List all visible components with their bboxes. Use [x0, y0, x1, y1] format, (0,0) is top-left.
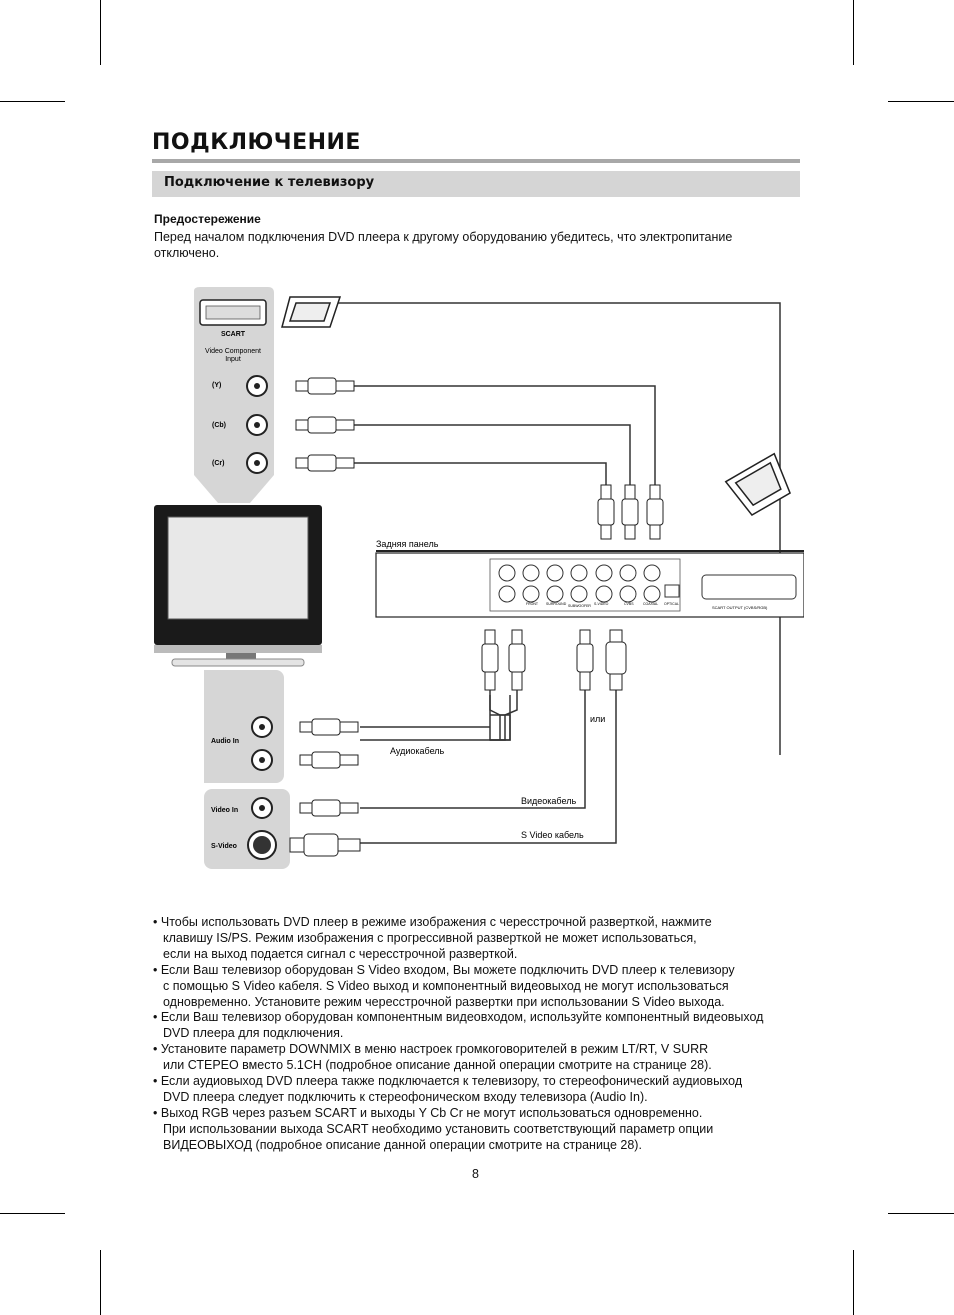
cvbs-label: CVBS — [624, 602, 634, 606]
scart-plug-right — [724, 452, 791, 517]
optical-label: OPTICAL — [664, 602, 679, 606]
rca-jack-audio-r — [251, 749, 273, 771]
tv-illustration — [154, 505, 322, 667]
rca-jack-cb — [246, 414, 268, 436]
scart-cable — [315, 302, 781, 755]
y-cable — [353, 385, 656, 485]
rca-jack-y — [246, 375, 268, 397]
surround-label: SURROUND — [546, 602, 567, 606]
component-input-label-2: Input — [225, 356, 241, 363]
tv-video-panel — [204, 789, 290, 869]
component-input-label: Video Component — [205, 348, 261, 355]
rca-plug-cr — [295, 454, 355, 472]
audio-cable — [490, 714, 511, 741]
crop-mark — [853, 0, 854, 65]
cb-label: (Cb) — [212, 422, 226, 429]
s-video-jack — [247, 830, 277, 860]
connection-diagram: SCART Video Component Input (Y) (Cb) (Cr… — [154, 287, 804, 869]
audio-cable-join — [360, 690, 518, 741]
scart-label: SCART — [221, 331, 246, 338]
rca-plug-player-cb — [621, 484, 639, 540]
crop-mark — [100, 0, 101, 65]
y-label: (Y) — [212, 382, 221, 389]
rca-plug-tv-audio-l — [299, 718, 359, 736]
coaxial-label: COAXIAL — [643, 602, 658, 606]
scart-plug-left — [281, 296, 342, 328]
s-video-cable — [360, 685, 617, 844]
crop-mark — [100, 1250, 101, 1315]
s-video-out-label: S-VIDEO — [594, 602, 609, 606]
audio-in-label: Audio In — [211, 738, 239, 745]
cb-cable — [353, 424, 631, 485]
caution-text: Перед началом подключения DVD плеера к д… — [154, 230, 733, 260]
cr-cable — [353, 462, 607, 485]
crop-mark — [888, 1213, 954, 1214]
s-video-plug-tv — [289, 833, 361, 857]
note-item: Чтобы использовать DVD плеер в режиме из… — [153, 915, 813, 963]
rear-panel-label: Задняя панель — [376, 539, 439, 549]
rca-plug-tv-video — [299, 799, 359, 817]
rca-plug-tv-audio-r — [299, 751, 359, 769]
rca-plug-player-y — [646, 484, 664, 540]
caution-heading: Предостережение — [154, 212, 261, 226]
front-label: FRONT — [526, 602, 539, 606]
rca-plug-player-cr — [597, 484, 615, 540]
crop-mark — [888, 101, 954, 102]
crop-mark — [0, 101, 65, 102]
crop-mark — [0, 1213, 65, 1214]
audio-cable-label: Аудиокабель — [390, 746, 445, 756]
rca-plug-audio-l — [481, 629, 499, 691]
rca-plug-y — [295, 377, 355, 395]
s-video-plug-out — [605, 629, 627, 691]
page-title: ПОДКЛЮЧЕНИЕ — [152, 130, 361, 155]
note-item: Если Ваш телевизор оборудован компонентн… — [153, 1010, 813, 1042]
section-title: Подключение к телевизору — [164, 175, 375, 190]
note-item: Если Ваш телевизор оборудован S Video вх… — [153, 963, 813, 1011]
notes-list: Чтобы использовать DVD плеер в режиме из… — [153, 915, 813, 1154]
page-number: 8 — [472, 1167, 479, 1181]
rca-jack-audio-l — [251, 716, 273, 738]
audio-cable-run — [360, 695, 511, 741]
rca-jack-video-in — [251, 797, 273, 819]
rca-plug-video-out — [576, 629, 594, 691]
tv-component-panel — [194, 287, 274, 503]
s-video-in-label: S-Video — [211, 843, 237, 850]
or-label: или — [590, 714, 605, 724]
crop-mark — [853, 1250, 854, 1315]
video-cable-label: Видеокабель — [521, 796, 576, 806]
video-cable — [360, 685, 586, 809]
subwoofer-label: SUBWOOFER — [568, 604, 591, 608]
dvd-player-rear: SCART OUTPUT (CVBS/RGB) FRONT SURROUND S… — [375, 550, 804, 618]
section-header: Подключение к телевизору — [152, 171, 800, 197]
note-item: Выход RGB через разъем SCART и выходы Y … — [153, 1106, 813, 1154]
cr-label: (Cr) — [212, 460, 224, 467]
s-video-cable-label: S Video кабель — [521, 830, 584, 840]
note-item: Установите параметр DOWNMIX в меню настр… — [153, 1042, 813, 1074]
rca-plug-cb — [295, 416, 355, 434]
rca-plug-audio-r — [508, 629, 526, 691]
note-item: Если аудиовыход DVD плеера также подключ… — [153, 1074, 813, 1106]
rca-jack-cr — [246, 452, 268, 474]
title-rule — [152, 159, 800, 163]
video-in-label: Video In — [211, 807, 238, 814]
scart-output-label: SCART OUTPUT (CVBS/RGB) — [712, 605, 768, 610]
